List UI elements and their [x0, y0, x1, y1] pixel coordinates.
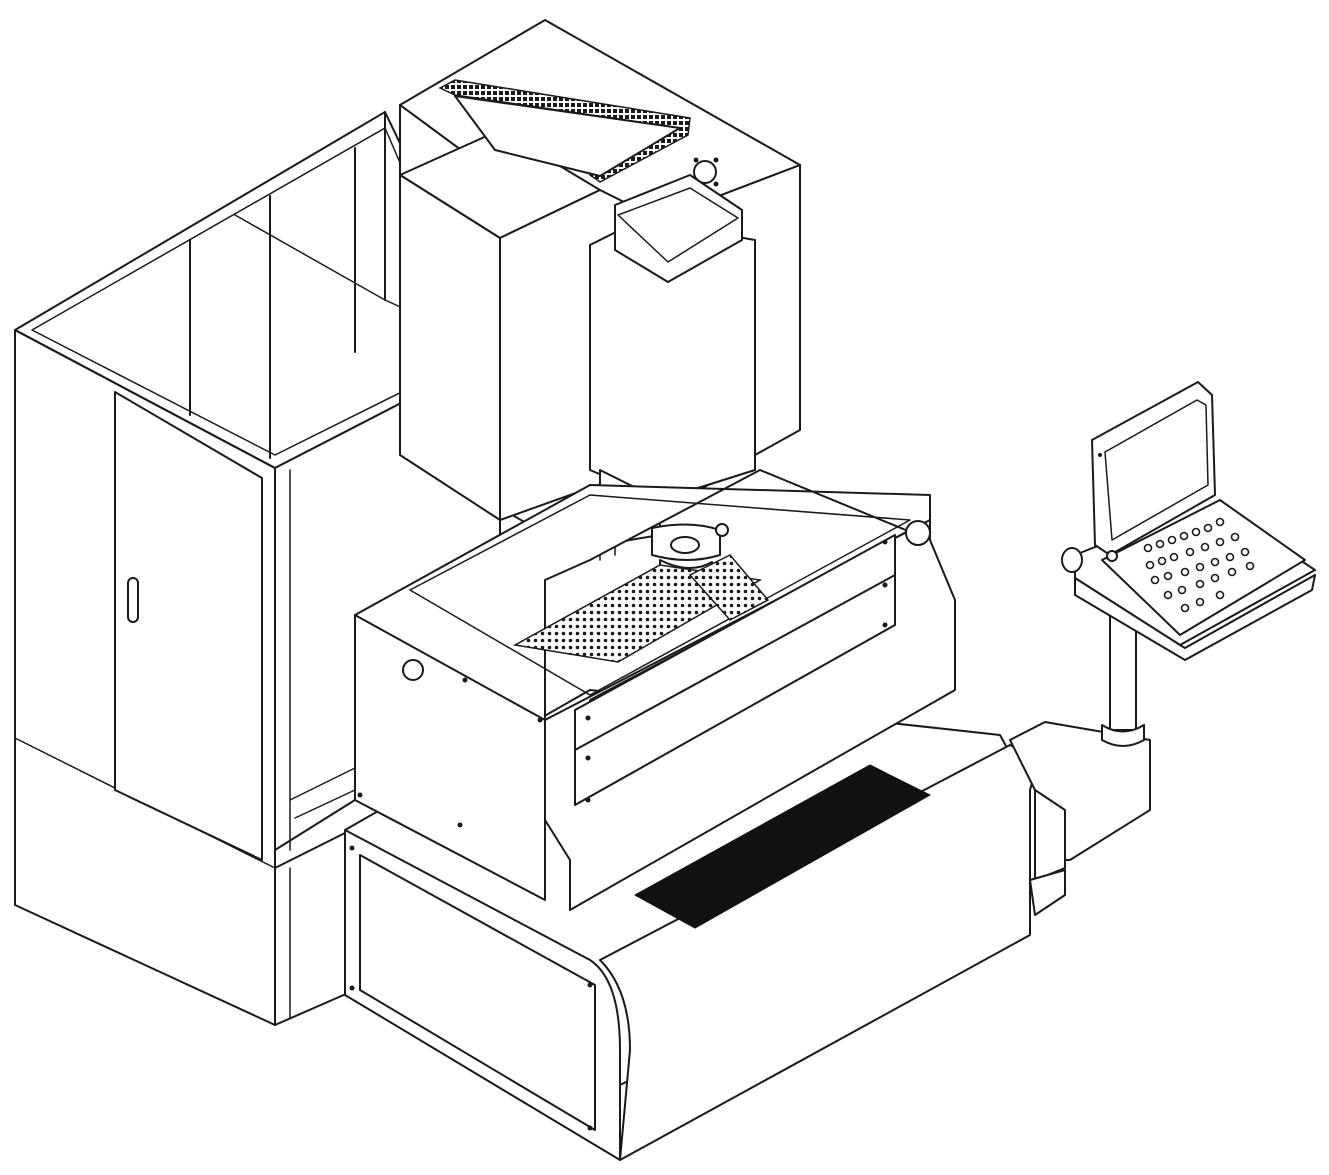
- pendant-keypad: [1101, 499, 1306, 636]
- tank-door: [574, 534, 896, 806]
- floor-grating: [633, 764, 932, 929]
- pendant-screen: [1091, 381, 1216, 556]
- spindle-motor-cover: [614, 174, 743, 283]
- perforated-work-table: [512, 554, 770, 663]
- cabinet-door: [114, 391, 263, 861]
- roof-vent-grille: [438, 79, 691, 183]
